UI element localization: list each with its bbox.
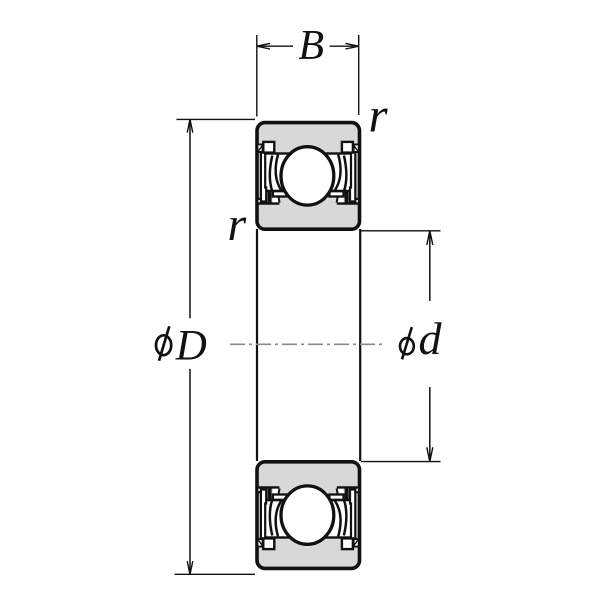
svg-text:B: B [298,23,324,69]
svg-text:d: d [419,313,443,364]
svg-text:r: r [228,198,247,251]
svg-text:D: D [175,322,207,369]
svg-text:r: r [369,88,389,143]
